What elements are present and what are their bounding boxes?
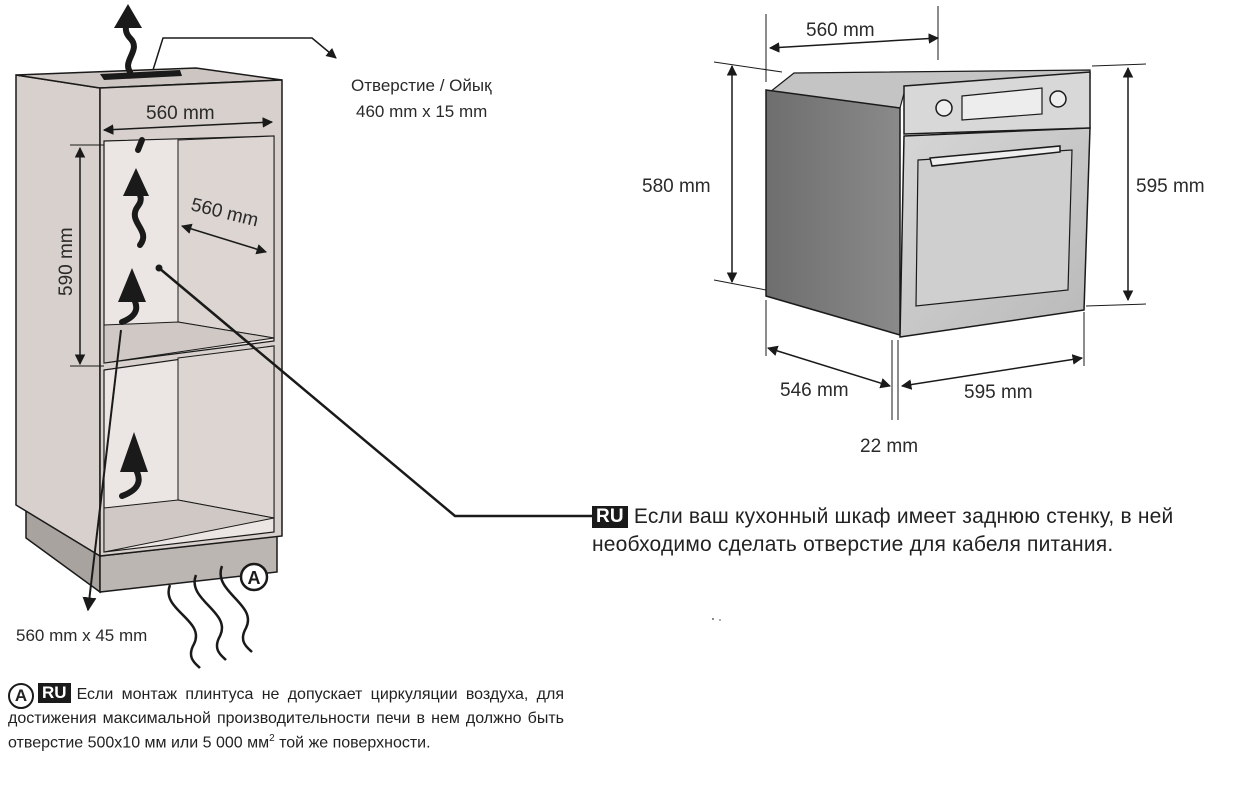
oven-door-handle — [929, 145, 1061, 167]
oven-depth-label: 546 mm — [780, 380, 849, 401]
cabinet-width-label: 560 mm — [146, 103, 215, 124]
ru-language-badge: RU — [592, 506, 628, 528]
ru-language-badge-plinth: RU — [38, 683, 71, 703]
oven-left-knob — [935, 99, 953, 117]
plinth-note-superscript: 2 — [269, 733, 275, 744]
plinth-note-marker-a: A — [8, 683, 34, 709]
opening-label-line2: 460 mm x 15 mm — [356, 102, 487, 121]
oven-right-height-label: 595 mm — [1136, 176, 1205, 197]
cabinet-height-label: 590 mm — [56, 227, 77, 296]
opening-label-line1: Отверстие / Ойық — [351, 76, 492, 95]
oven-drawing — [765, 69, 1091, 338]
bottom-vent-label: 560 mm x 45 mm — [16, 626, 147, 645]
cable-hole-note-text: Если ваш кухонный шкаф имеет заднюю стен… — [592, 505, 1174, 556]
airflow-arrows — [114, 4, 149, 499]
cabinet-left-side — [15, 74, 101, 558]
oven-panel-thickness-label: 22 mm — [860, 436, 918, 457]
plinth-note-text-part1: Если монтаж плинтуса не допускает циркул… — [8, 686, 564, 752]
cable-leader-line — [158, 267, 595, 518]
floor-airflow-lines — [167, 565, 253, 669]
oven-top-width-label: 560 mm — [806, 20, 875, 41]
plinth-marker-a: A — [248, 568, 261, 588]
cabinet-drawing — [15, 67, 283, 594]
top-vent-slot — [100, 70, 182, 80]
plinth-note-text-part2: той же поверхности. — [274, 734, 431, 752]
oven-right-knob — [1049, 90, 1067, 108]
oven-side-body — [765, 89, 901, 336]
oven-door-glass — [915, 149, 1073, 307]
oven-front-width-label: 595 mm — [964, 382, 1033, 403]
oven-left-height-label: 580 mm — [642, 176, 711, 197]
oven-display — [961, 87, 1043, 121]
